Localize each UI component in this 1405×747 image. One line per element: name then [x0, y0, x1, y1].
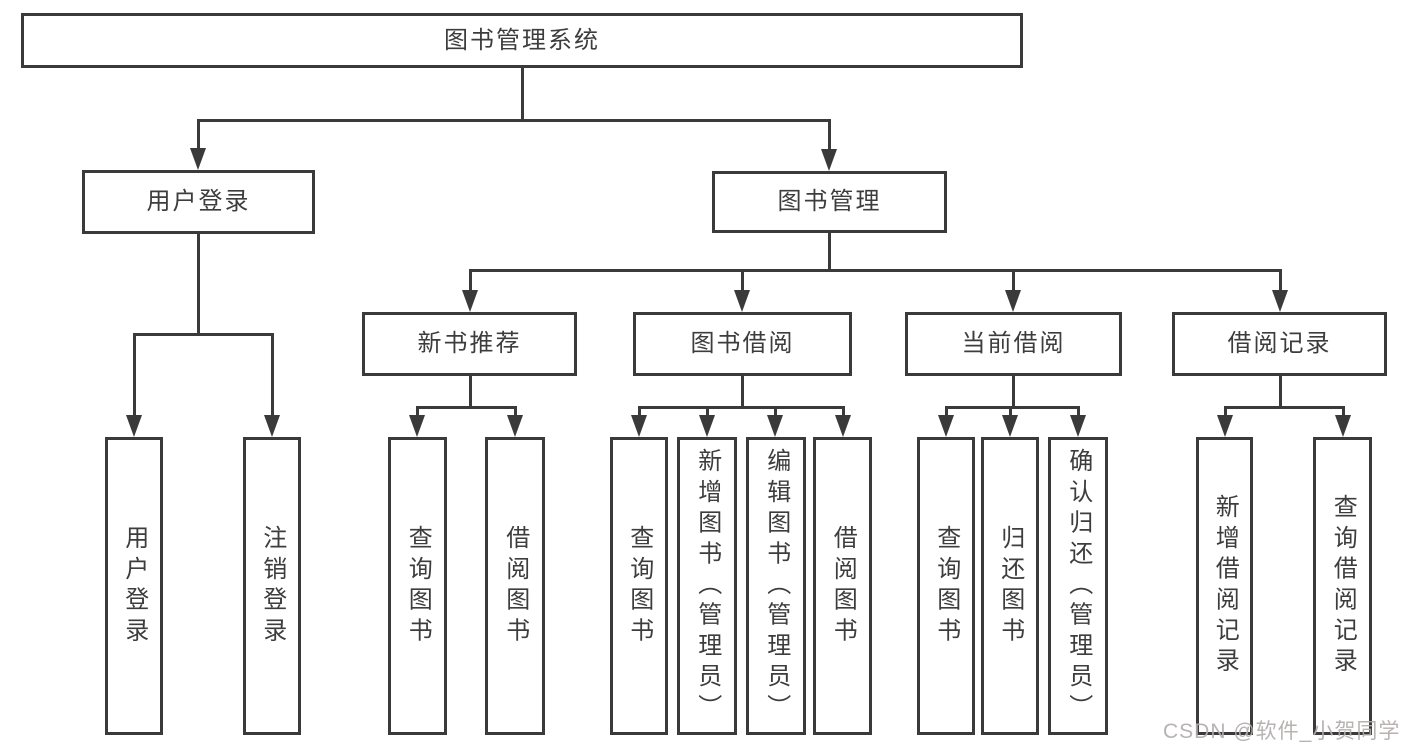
node-label-br-add-record: 新增借阅记录 — [1211, 493, 1239, 679]
connector-line — [415, 406, 517, 409]
connector-line — [773, 407, 777, 417]
node-label-new-book-rec: 新书推荐 — [417, 330, 522, 358]
arrowhead-down-icon — [1335, 415, 1351, 437]
node-cb-query-book: 查询图书 — [917, 437, 975, 735]
node-label-bb-query-book: 查询图书 — [625, 524, 653, 648]
node-root: 图书管理系统 — [21, 13, 1023, 68]
connector-line — [196, 120, 200, 150]
connector-line — [841, 407, 845, 417]
arrowhead-down-icon — [835, 415, 851, 437]
connector-line — [468, 270, 472, 292]
connector-line — [637, 406, 845, 409]
node-label-root: 图书管理系统 — [444, 26, 600, 54]
connector-line — [513, 407, 517, 417]
node-bb-query-book: 查询图书 — [610, 437, 668, 735]
watermark: CSDN @软件_小贺同学 — [1163, 720, 1401, 743]
node-user-login-module: 用户登录 — [82, 170, 315, 234]
connector-line — [1278, 270, 1282, 292]
arrowhead-down-icon — [699, 415, 715, 437]
connector-line — [270, 334, 274, 417]
node-new-book-rec: 新书推荐 — [362, 312, 577, 376]
node-label-cb-confirm-return: 确认归还（管理员） — [1064, 447, 1092, 725]
connector-line — [828, 233, 831, 272]
node-label-book-mgmt: 图书管理 — [777, 188, 882, 216]
connector-line — [468, 269, 1282, 272]
node-bb-add-book: 新增图书（管理员） — [677, 437, 737, 735]
connector-line — [196, 234, 200, 336]
connector-line — [1223, 407, 1227, 417]
arrowhead-down-icon — [507, 415, 523, 437]
node-label-br-query-record: 查询借阅记录 — [1329, 493, 1357, 679]
arrowhead-down-icon — [767, 415, 783, 437]
connector-line — [132, 333, 274, 336]
node-logout: 注销登录 — [243, 437, 301, 735]
node-label-cb-return-book: 归还图书 — [996, 524, 1024, 648]
node-nbr-query-book: 查询图书 — [388, 437, 447, 735]
node-label-borrow-records: 借阅记录 — [1227, 330, 1332, 358]
connector-line — [1011, 270, 1015, 292]
connector-line — [1008, 407, 1012, 417]
arrowhead-down-icon — [631, 415, 647, 437]
connector-line — [1223, 406, 1345, 409]
arrowhead-down-icon — [734, 290, 750, 312]
node-label-user-login-module: 用户登录 — [146, 188, 251, 216]
arrowhead-down-icon — [126, 415, 142, 437]
node-book-mgmt: 图书管理 — [712, 171, 947, 233]
node-label-login: 用户登录 — [120, 524, 148, 648]
connector-line — [637, 407, 641, 417]
node-login: 用户登录 — [105, 437, 163, 735]
connector-line — [944, 406, 1080, 409]
connector-line — [196, 119, 831, 122]
node-label-bb-edit-book: 编辑图书（管理员） — [762, 447, 790, 725]
node-label-bb-borrow-book: 借阅图书 — [829, 524, 857, 648]
connector-line — [1278, 376, 1282, 409]
node-cb-return-book: 归还图书 — [981, 437, 1039, 735]
arrowhead-down-icon — [1217, 415, 1233, 437]
node-nbr-borrow-book: 借阅图书 — [485, 437, 545, 735]
arrowhead-down-icon — [938, 415, 954, 437]
node-br-query-record: 查询借阅记录 — [1313, 437, 1372, 735]
node-borrow-records: 借阅记录 — [1172, 312, 1387, 376]
connector-line — [740, 270, 744, 292]
connector-line — [944, 407, 948, 417]
arrowhead-down-icon — [821, 149, 837, 171]
node-label-current-borrow: 当前借阅 — [961, 330, 1066, 358]
connector-line — [468, 376, 472, 409]
connector-line — [1076, 407, 1080, 417]
node-current-borrow: 当前借阅 — [905, 312, 1122, 376]
connector-line — [705, 407, 709, 417]
node-label-nbr-query-book: 查询图书 — [404, 524, 432, 648]
connector-line — [520, 68, 524, 122]
connector-line — [827, 120, 831, 151]
arrowhead-down-icon — [1002, 415, 1018, 437]
arrowhead-down-icon — [409, 415, 425, 437]
arrowhead-down-icon — [462, 290, 478, 312]
connector-line — [1011, 376, 1015, 409]
node-label-cb-query-book: 查询图书 — [932, 524, 960, 648]
arrowhead-down-icon — [264, 415, 280, 437]
node-label-bb-add-book: 新增图书（管理员） — [693, 447, 721, 725]
connector-line — [1341, 407, 1345, 417]
node-label-book-borrow: 图书借阅 — [690, 330, 795, 358]
connector-line — [415, 407, 419, 417]
arrowhead-down-icon — [190, 148, 206, 170]
arrowhead-down-icon — [1272, 290, 1288, 312]
node-label-nbr-borrow-book: 借阅图书 — [501, 524, 529, 648]
node-book-borrow: 图书借阅 — [633, 312, 852, 376]
node-label-logout: 注销登录 — [258, 524, 286, 648]
connector-line — [132, 334, 136, 417]
connector-line — [740, 376, 744, 409]
node-bb-borrow-book: 借阅图书 — [813, 437, 872, 735]
arrowhead-down-icon — [1070, 415, 1086, 437]
arrowhead-down-icon — [1005, 290, 1021, 312]
node-bb-edit-book: 编辑图书（管理员） — [746, 437, 806, 735]
node-br-add-record: 新增借阅记录 — [1196, 437, 1253, 735]
node-cb-confirm-return: 确认归还（管理员） — [1048, 437, 1108, 735]
